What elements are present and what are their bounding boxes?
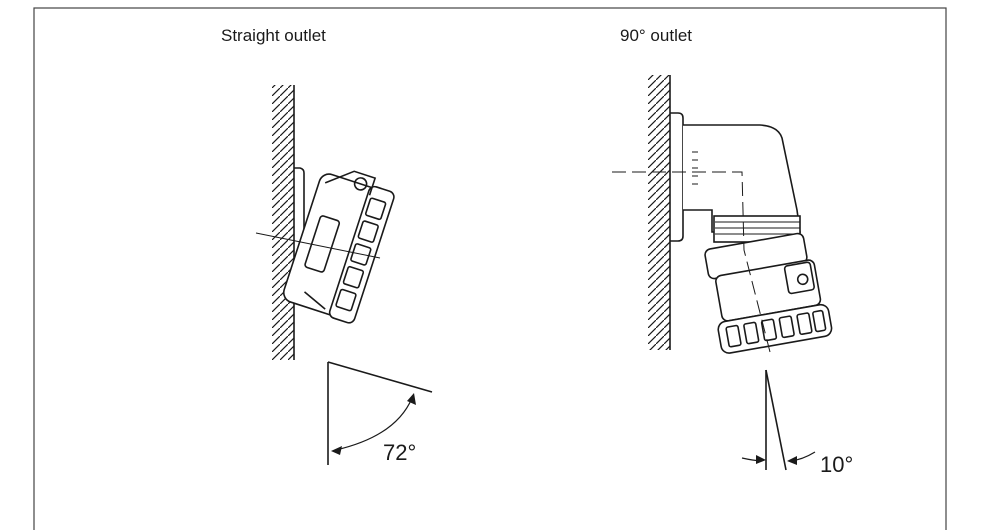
right-wall-plate xyxy=(670,112,684,242)
ninety-degree-outlet-drawing xyxy=(612,75,833,471)
straight-socket xyxy=(282,170,395,324)
right-centre-line xyxy=(612,171,771,353)
right-wall xyxy=(648,75,671,350)
figure-border xyxy=(33,7,947,530)
straight-outlet-drawing xyxy=(255,85,433,465)
left-axis-line xyxy=(255,232,381,259)
right-angle-indicator xyxy=(741,369,816,471)
ninety-outlet-angle-label: 10° xyxy=(820,452,854,477)
left-angle-indicator xyxy=(327,361,433,465)
straight-outlet-title: Straight outlet xyxy=(221,26,326,45)
ninety-socket xyxy=(704,232,833,354)
left-wall xyxy=(272,85,295,360)
right-elbow-label-marks xyxy=(692,151,698,185)
straight-outlet-angle-label: 72° xyxy=(383,440,417,465)
ninety-outlet-title: 90° outlet xyxy=(620,26,693,45)
